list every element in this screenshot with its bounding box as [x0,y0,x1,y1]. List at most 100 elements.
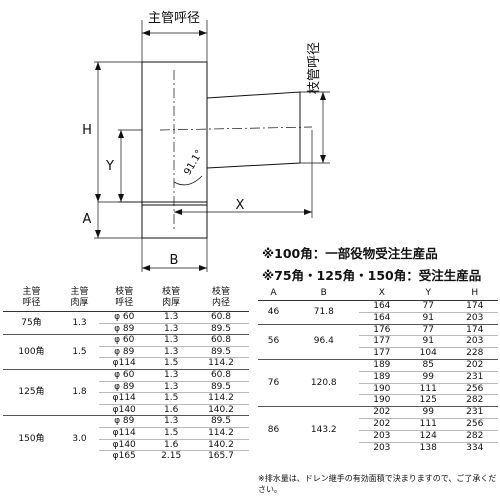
branch-thick-cell: 1.3 [149,311,193,324]
column-header: H [451,286,498,301]
branch-thick-cell: 1.5 [149,357,193,370]
dim-y-cell: 77 [405,300,452,313]
dim-x-cell: 203 [358,441,406,454]
branch-dia-cell: φ 89 [99,322,150,335]
dim-y-cell: 111 [405,382,452,395]
note-others: ※75角・125角・150角：受注生産品 [262,268,482,283]
dim-h-cell: 228 [451,347,498,360]
dim-h-cell: 256 [451,382,498,395]
dim-x-cell: 202 [358,406,406,419]
branch-thick-cell: 1.3 [149,334,193,347]
dim-h-cell: 231 [451,406,498,419]
branch-dia-cell: φ165 [99,450,150,462]
branch-dia-cell: φ114 [99,392,150,405]
note-100: ※100角：一部役物受注生産品 [262,246,438,261]
column-header: 主管 呼径 [3,285,60,312]
dim-y-cell: 91 [405,311,452,325]
main-pipe-body [141,61,208,239]
branch-dia-cell: φ114 [99,357,150,370]
dim-y-label: Y [105,159,114,174]
branch-inner-cell: 60.8 [192,311,249,324]
dim-x-cell: 164 [358,300,406,313]
main-dia-label: 主管呼径 [148,11,200,26]
branch-inner-cell: 114.2 [192,392,249,405]
dim-x-cell: 189 [358,370,406,384]
dim-b-cell: 96.4 [288,323,359,360]
dim-b-cell: 71.8 [288,300,359,325]
main-dia-cell: 100角 [3,334,60,370]
dim-x-cell: 176 [358,323,406,336]
branch-inner-cell: 140.2 [192,403,249,416]
column-header: 枝管 肉厚 [149,285,193,312]
dim-y-cell: 91 [405,335,452,348]
branch-thick-cell: 1.3 [149,415,193,428]
production-notes: ※100角：一部役物受注生産品 ※75角・125角・150角：受注生産品 [262,243,498,287]
dim-x-cell: 203 [358,429,406,443]
branch-thick-cell: 1.6 [149,403,193,416]
branch-inner-cell: 89.5 [192,380,249,393]
branch-dia-label: 枝管呼径 [307,42,322,94]
dim-x-cell: 177 [358,335,406,348]
branch-thick-cell: 1.6 [149,438,193,451]
column-header: 枝管 内径 [192,285,249,312]
dim-x-cell: 164 [358,311,406,325]
dim-y-cell: 111 [405,417,452,431]
branch-pipe [206,91,301,169]
footnote: ※排水量は、ドレン継手の有効面積で決まりますので、ご了承ください。 [258,474,497,494]
dim-a-cell: 76 [258,358,289,407]
branch-thick-cell: 1.3 [149,368,193,382]
column-header: B [288,286,359,301]
angle-label: 91.1° [182,148,205,177]
dim-x-cell: 177 [358,347,406,360]
branch-dia-cell: φ 60 [99,311,150,324]
dim-y-cell: 138 [405,441,452,454]
dim-a-cell: 86 [258,406,289,454]
main-thick-cell: 3.0 [59,415,100,462]
branch-thick-cell: 1.3 [149,345,193,358]
dim-h-cell: 174 [451,300,498,313]
main-thick-cell: 1.3 [59,310,100,335]
dim-y-cell: 104 [405,347,452,360]
dim-h-cell: 202 [451,358,498,372]
branch-inner-cell: 60.8 [192,334,249,347]
branch-thick-cell: 2.15 [149,450,193,462]
branch-dia-cell: φ140 [99,438,150,451]
dim-y-cell: 77 [405,323,452,336]
main-thick-cell: 1.8 [59,368,100,416]
dim-h-cell: 174 [451,323,498,336]
dim-x-cell: 190 [358,394,406,407]
branch-dia-cell: φ 89 [99,345,150,358]
dim-y-cell: 99 [405,406,452,419]
branch-dia-cell: φ 60 [99,334,150,347]
branch-inner-cell: 60.8 [192,368,249,382]
dim-h-label: H [82,123,92,138]
branch-inner-cell: 165.7 [192,450,249,462]
dim-b-label: B [170,253,179,268]
dim-b-cell: 120.8 [288,358,359,407]
main-dia-cell: 75角 [3,310,60,335]
dim-y-cell: 125 [405,394,452,407]
main-dia-cell: 150角 [3,415,60,462]
column-header: 枝管 呼径 [99,285,150,312]
dim-h-cell: 231 [451,370,498,384]
main-thick-cell: 1.5 [59,334,100,370]
branch-inner-cell: 89.5 [192,345,249,358]
branch-dia-cell: φ114 [99,426,150,440]
column-header: X [358,286,406,301]
column-header: 主管 肉厚 [59,285,100,312]
dim-a-cell: 56 [258,323,289,360]
dim-y-cell: 99 [405,370,452,384]
branch-thick-cell: 1.5 [149,392,193,405]
